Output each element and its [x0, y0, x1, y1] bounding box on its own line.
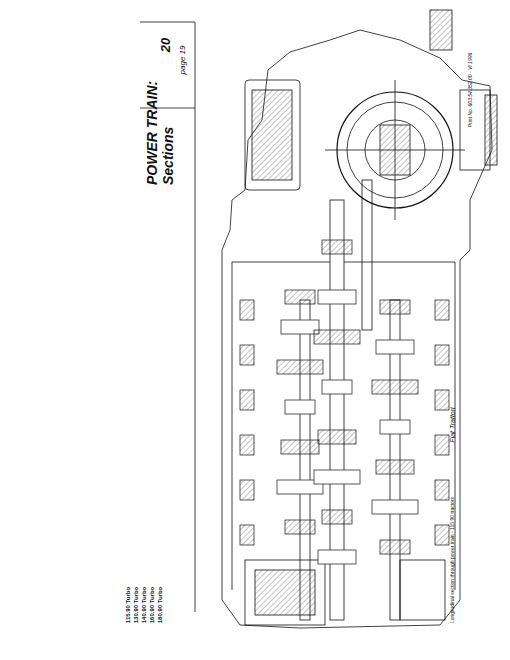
model-name: 115.90 Turbo: [125, 587, 131, 623]
model-name: 130.90 Turbo: [133, 587, 139, 624]
gear-section: [372, 500, 418, 514]
publisher: Fiat Trattori: [449, 407, 456, 442]
gear-section: [318, 430, 356, 444]
gear-section: [240, 525, 254, 545]
gear-section: [322, 510, 352, 524]
gear-section: [376, 340, 414, 354]
gear-section: [380, 540, 410, 554]
page-title: POWER TRAIN: Sections: [144, 75, 176, 185]
gear-section: [285, 290, 315, 304]
gear-section: [376, 460, 414, 474]
section-number: 20: [158, 38, 173, 52]
model-name: 140.90 Turbo: [141, 587, 147, 624]
print-number: Print No. 603.54.352.00 - VI 1996: [467, 53, 473, 128]
gear-section: [240, 435, 254, 455]
gear-section: [318, 550, 356, 564]
page-number: page 19: [178, 46, 187, 75]
gear-section: [240, 390, 254, 410]
gear-section: [240, 480, 254, 500]
gear-section: [372, 380, 418, 394]
gear-section: [281, 320, 319, 334]
gear-section: [435, 525, 449, 545]
gear-section: [380, 300, 410, 314]
gear-section: [435, 435, 449, 455]
gear-section: [285, 520, 315, 534]
figure-caption: Longitudinal section through power train…: [449, 497, 455, 623]
gear-section: [322, 380, 352, 394]
model-name: 180.90 Turbo: [157, 587, 163, 624]
gear-section: [435, 480, 449, 500]
gear-section: [240, 345, 254, 365]
gear-section: [277, 360, 323, 374]
gear-section: [380, 420, 410, 434]
model-name: 160.90 Turbo: [149, 587, 155, 624]
gear-section: [435, 345, 449, 365]
gear-section: [435, 300, 449, 320]
gear-section: [435, 390, 449, 410]
gear-section: [322, 240, 352, 254]
gear-section: [281, 440, 319, 454]
gear-section: [318, 290, 356, 304]
gear-section: [314, 330, 360, 344]
gear-section: [314, 470, 360, 484]
gear-section: [240, 300, 254, 320]
gear-section: [285, 400, 315, 414]
